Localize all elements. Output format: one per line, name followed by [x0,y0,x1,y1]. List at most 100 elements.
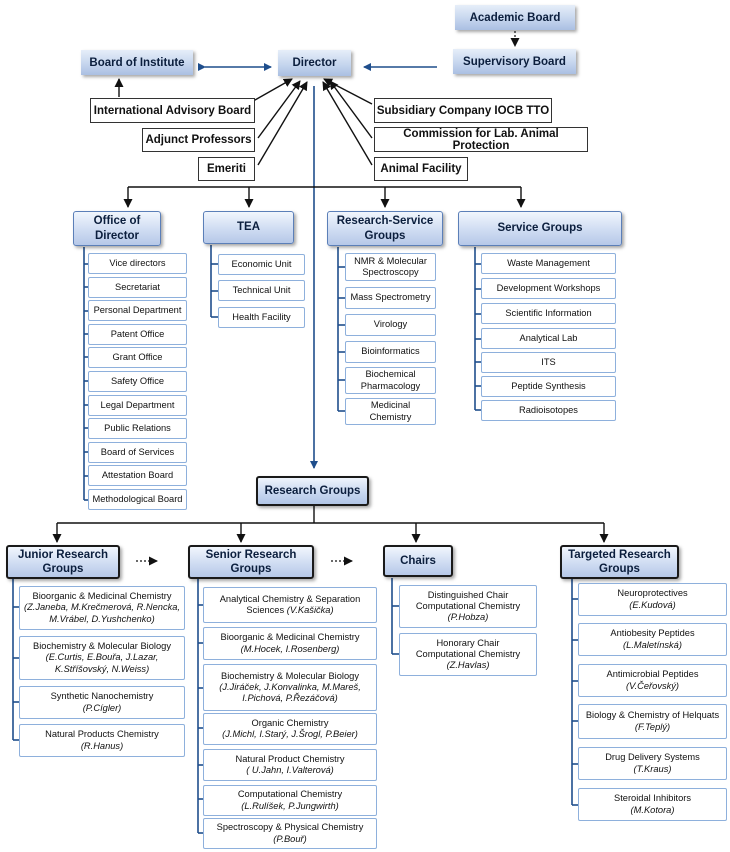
list-item: ITS [481,352,616,373]
list-item: Methodological Board [88,489,187,510]
international-advisory-board-label: International Advisory Board [93,104,252,117]
commission-lab-animal-label: Commission for Lab. Animal Protection [403,127,559,152]
group-people: (L.Rulíšek, P.Jungwirth) [241,800,339,811]
emeriti-label: Emeriti [207,163,246,175]
international-advisory-board: International Advisory Board [90,98,255,123]
list-item: Biochemistry & Molecular Biology (J.Jirá… [203,664,377,711]
chair-name: Computational Chemistry [415,600,521,611]
group-name: Organic Chemistry [251,717,329,728]
group-name: Sciences [246,605,285,615]
list-item: Computational Chemistry (L.Rulíšek, P.Ju… [203,785,377,816]
group-people: (P.Bouř) [273,833,307,844]
list-item: Honorary Chair Computational Chemistry (… [399,633,537,676]
group-people: (M.Kotora) [630,804,675,815]
item-label: Pharmacology [360,380,421,391]
junior-title-line2: Groups [42,563,84,575]
item-label: Personal Department [93,304,182,315]
group-people: M.Vrábel, D.Yushchenko) [49,613,155,624]
office-of-director-header: Office of Director [73,211,161,246]
list-item: Development Workshops [481,278,616,299]
group-people: (F.Teplý) [634,721,671,732]
group-people: (M.Hocek, I.Rosenberg) [240,643,340,654]
item-label: Analytical Lab [519,332,578,343]
group-name: Biochemistry & Molecular Biology [33,641,171,651]
list-item: Antimicrobial Peptides (V.Čeřovský) [578,664,727,697]
list-item: Spectroscopy & Physical Chemistry (P.Bou… [203,818,377,849]
list-item: Personal Department [88,300,187,321]
tea-header: TEA [203,211,294,244]
list-item: Natural Product Chemistry ( U.Jahn, I.Va… [203,749,377,781]
list-item: Attestation Board [88,465,187,486]
group-name: Antimicrobial Peptides [606,669,699,680]
director: Director [278,50,351,76]
list-item: Drug Delivery Systems (T.Kraus) [578,747,727,780]
adjunct-professors-label: Adjunct Professors [145,134,252,146]
research-service-title-line2: Groups [364,229,406,242]
chairs-header: Chairs [383,545,453,577]
item-label: Radioisotopes [519,404,578,415]
group-name: Neuroprotectives [617,588,688,599]
group-name: Steroidal Inhibitors [614,793,691,804]
group-people: (Z.Janeba, M.Krečmerová, R.Nencka, [23,602,181,613]
research-groups-title: Research Groups [264,485,361,497]
item-label: Scientific Information [505,307,592,318]
group-name: Spectroscopy & Physical Chemistry [216,822,364,833]
item-label: Attestation Board [101,469,174,480]
list-item: Organic Chemistry (J.Michl, I.Starý, J.Š… [203,713,377,745]
item-label: Patent Office [110,328,165,339]
group-people: (R.Hanus) [80,740,124,751]
list-item: Synthetic Nanochemistry (P.Cígler) [19,686,185,719]
item-label: Biochemical [365,369,416,380]
senior-title-line1: Senior Research [205,548,297,561]
group-name: Computational Chemistry [237,789,343,800]
group-people: (P.Cígler) [82,702,122,713]
research-groups-header: Research Groups [256,476,369,506]
group-name: Antiobesity Peptides [610,628,695,639]
item-label: Development Workshops [496,282,601,293]
chair-name: Honorary Chair [436,637,500,648]
group-name: Synthetic Nanochemistry [50,691,154,702]
list-item: Safety Office [88,371,187,392]
group-people: (E.Curtis, E.Bouřa, J.Lazar, [45,652,159,663]
targeted-title-line2: Groups [599,563,640,575]
item-label: Safety Office [110,375,165,386]
subsidiary-company: Subsidiary Company IOCB TTO [374,98,552,123]
tea-title: TEA [237,221,260,234]
chair-name: Computational Chemistry [415,648,521,659]
service-groups-title: Service Groups [497,222,583,235]
group-people: (T.Kraus) [633,763,672,774]
supervisory-board: Supervisory Board [453,49,576,74]
list-item: Bioorganic & Medicinal Chemistry (Z.Jane… [19,586,185,630]
emeriti: Emeriti [198,157,255,181]
senior-title-line2: Groups [230,563,272,575]
item-label: Board of Services [100,446,175,457]
list-item: Economic Unit [218,254,305,275]
service-groups-header: Service Groups [458,211,622,246]
list-item: Analytical Chemistry & Separation Scienc… [203,587,377,623]
research-service-title-line1: Research-Service [336,215,434,228]
item-label: Health Facility [232,311,291,322]
item-label: Secretariat [115,281,160,292]
group-name: Natural Products Chemistry [45,729,159,740]
director-label: Director [292,57,337,69]
list-item: Scientific Information [481,303,616,324]
group-people: K.Stříšovský, N.Weiss) [54,663,150,674]
group-name: Drug Delivery Systems [605,752,700,763]
list-item: Neuroprotectives (E.Kudová) [578,583,727,616]
commission-lab-animal-protection: Commission for Lab. Animal Protection [374,127,588,152]
item-label: Legal Department [100,399,175,410]
list-item: Waste Management [481,253,616,274]
group-name: Natural Product Chemistry [235,753,345,764]
list-item: Peptide Synthesis [481,376,616,397]
group-people: ( U.Jahn, I.Valterová) [246,765,334,775]
group-people: (L.Maletínská) [623,639,682,650]
board-of-institute: Board of Institute [81,50,193,75]
list-item: Technical Unit [218,280,305,301]
item-label: Economic Unit [231,258,292,269]
item-label: Virology [373,319,408,330]
list-item: Grant Office [88,347,187,368]
animal-facility: Animal Facility [374,157,468,181]
list-item: Distinguished Chair Computational Chemis… [399,585,537,628]
item-label: Technical Unit [232,284,291,295]
list-item: Bioinformatics [345,341,436,363]
